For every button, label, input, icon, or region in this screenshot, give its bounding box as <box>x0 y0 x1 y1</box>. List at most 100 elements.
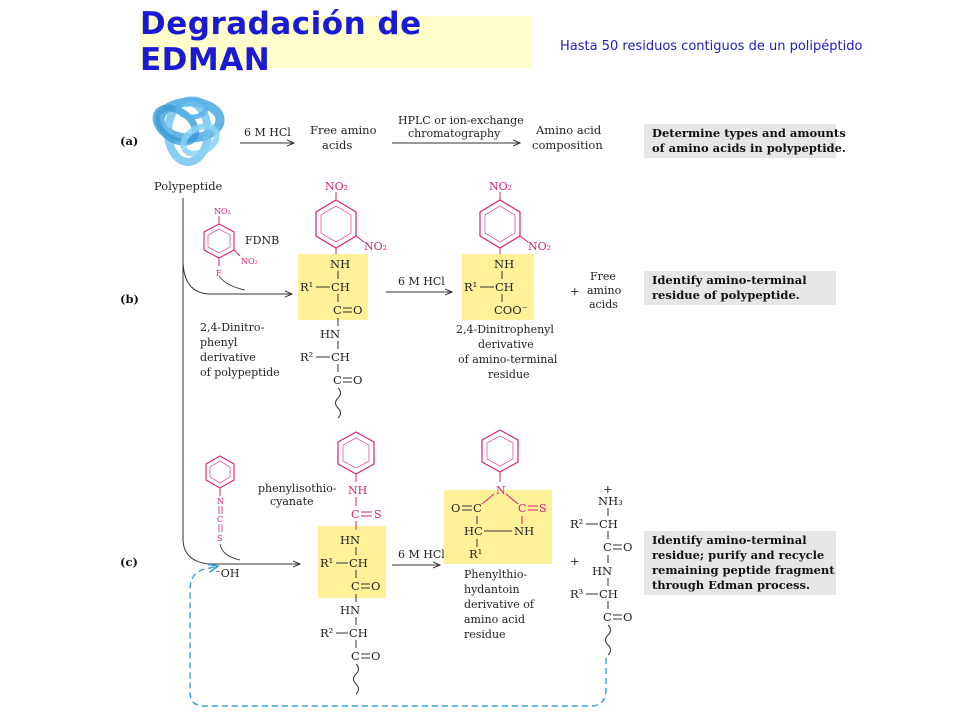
dnp-no2-top: NO₂ <box>325 180 348 193</box>
panel-b-plus: + <box>570 284 580 298</box>
pitc-c: C <box>217 515 223 524</box>
ptc-r2: R² <box>320 626 333 640</box>
pth-s: S <box>539 502 547 515</box>
peptide-o1: O <box>623 540 632 554</box>
peptide-ch: CH <box>599 517 618 531</box>
note-b-line1: Identify amino-terminal <box>652 273 807 287</box>
note-c-line1: Identify amino-terminal <box>652 533 807 547</box>
dnp-aa-line2: derivative <box>478 338 534 351</box>
ptc-ch2: CH <box>349 626 368 640</box>
note-c-line3: remaining peptide fragment <box>652 563 835 577</box>
dnp-nh: NH <box>330 257 350 271</box>
pth-line2: hydantoin <box>464 583 520 596</box>
pth-n: N <box>496 484 506 497</box>
free-amino-acids-line2: acids <box>322 138 352 152</box>
peptide-c2: C <box>603 610 612 624</box>
aa-composition-line2: composition <box>532 138 603 152</box>
pth-nh: NH <box>514 524 534 538</box>
page-subtitle: Hasta 50 residuos contiguos de un polipé… <box>560 39 863 54</box>
free-amino-acids-line1: Free amino <box>310 123 377 137</box>
peptide-nh3: NH₃ <box>598 494 623 508</box>
peptide-ch2: CH <box>599 587 618 601</box>
dnp-c: C <box>333 303 342 317</box>
ptc-c: C <box>351 508 359 521</box>
ptc-hn: HN <box>340 533 360 547</box>
pitc-n: N <box>217 497 224 506</box>
pitc-label-line1: phenylisothio- <box>258 482 337 495</box>
dnp-no2-side: NO₂ <box>364 240 387 253</box>
ptc-o2: O <box>371 649 380 663</box>
dnp-aa-line3: of amino-terminal <box>458 353 558 366</box>
pth-line4: amino acid <box>464 613 525 626</box>
polypeptide-icon <box>152 96 225 166</box>
dnp-benzene-icon <box>315 192 365 256</box>
pth-benzene-icon <box>481 429 519 482</box>
dnp-o2: O <box>353 373 362 387</box>
pth-line3: derivative of <box>464 598 535 611</box>
peptide-r2: R² <box>570 517 583 531</box>
note-c-line2: residue; purify and recycle <box>652 548 824 562</box>
dnp-hn: HN <box>320 327 340 341</box>
fdnb-benzene-icon <box>203 216 241 266</box>
dnp-aa-line1: 2,4-Dinitrophenyl <box>456 323 554 336</box>
dnp-c2: C <box>333 373 342 387</box>
method-line1: HPLC or ion-exchange <box>398 114 524 127</box>
dnp-derivative-line3: derivative <box>200 351 256 364</box>
pth-c-right: C <box>518 502 526 515</box>
hydroxide: ⁻OH <box>215 567 239 580</box>
ptc-nh: NH <box>348 484 367 497</box>
dnp-aa-ch: CH <box>495 280 514 294</box>
pitc-benzene-icon <box>205 455 235 496</box>
ptc-ch: CH <box>349 556 368 570</box>
recycle-arrow <box>189 566 607 707</box>
dnp-aa-no2-top: NO₂ <box>489 180 512 193</box>
note-b-line2: residue of polypeptide. <box>652 288 800 302</box>
dnp-ch2: CH <box>331 350 350 364</box>
pth-o: O <box>451 501 460 515</box>
dnp-aa-coo: COO⁻ <box>494 303 528 317</box>
peptide-r3: R³ <box>570 587 584 601</box>
panel-b-acid: 6 M HCl <box>398 275 445 288</box>
free-aa-line1: Free <box>590 270 616 283</box>
dnp-derivative-line1: 2,4-Dinitro- <box>200 321 264 334</box>
peptide-nh3-charge: + <box>603 482 613 496</box>
ptc-r1: R¹ <box>320 556 333 570</box>
panel-b-label: (b) <box>120 292 139 306</box>
ptc-s: S <box>374 508 382 521</box>
peptide-o2: O <box>623 610 632 624</box>
polypeptide-label: Polypeptide <box>154 179 223 193</box>
aa-composition-line1: Amino acid <box>535 123 602 137</box>
ptc-hn2: HN <box>340 603 360 617</box>
fdnb-label: FDNB <box>245 234 279 247</box>
dnp-aa-no2-side: NO₂ <box>528 240 551 253</box>
pitc-label-line2: cyanate <box>270 495 314 508</box>
panel-c-plus: + <box>570 554 580 568</box>
dnp-aa-nh: NH <box>494 257 514 271</box>
free-aa-line3: acids <box>589 298 618 311</box>
ptc-o1: O <box>371 579 380 593</box>
fdnb-no2-top: NO₂ <box>214 207 231 216</box>
ptc-benzene-icon <box>337 431 375 482</box>
pth-line1: Phenylthio- <box>464 568 527 581</box>
ptc-c1: C <box>351 579 360 593</box>
note-c-line4: through Edman process. <box>652 578 810 592</box>
dnp-r2: R² <box>300 350 313 364</box>
peptide-hn: HN <box>592 564 612 578</box>
note-a-line1: Determine types and amounts <box>652 126 846 140</box>
dnp-o: O <box>353 303 362 317</box>
method-line2: chromatography <box>408 127 501 140</box>
dnp-aa-line4: residue <box>488 368 530 381</box>
title-box: Degradación de EDMAN <box>140 6 532 78</box>
page-title: Degradación de EDMAN <box>140 6 422 78</box>
pth-r1: R¹ <box>469 547 482 561</box>
panel-c-acid: 6 M HCl <box>398 548 445 561</box>
dnp-aa-r1: R¹ <box>464 280 477 294</box>
dnp-r1: R¹ <box>300 280 313 294</box>
panel-a-label: (a) <box>120 134 138 148</box>
dnp-derivative-line2: phenyl <box>200 336 238 349</box>
panel-c-label: (c) <box>120 555 138 569</box>
pth-c-left: C <box>473 501 482 515</box>
pth-hc: HC <box>464 524 483 538</box>
dnp-aa-benzene-icon <box>479 192 529 256</box>
